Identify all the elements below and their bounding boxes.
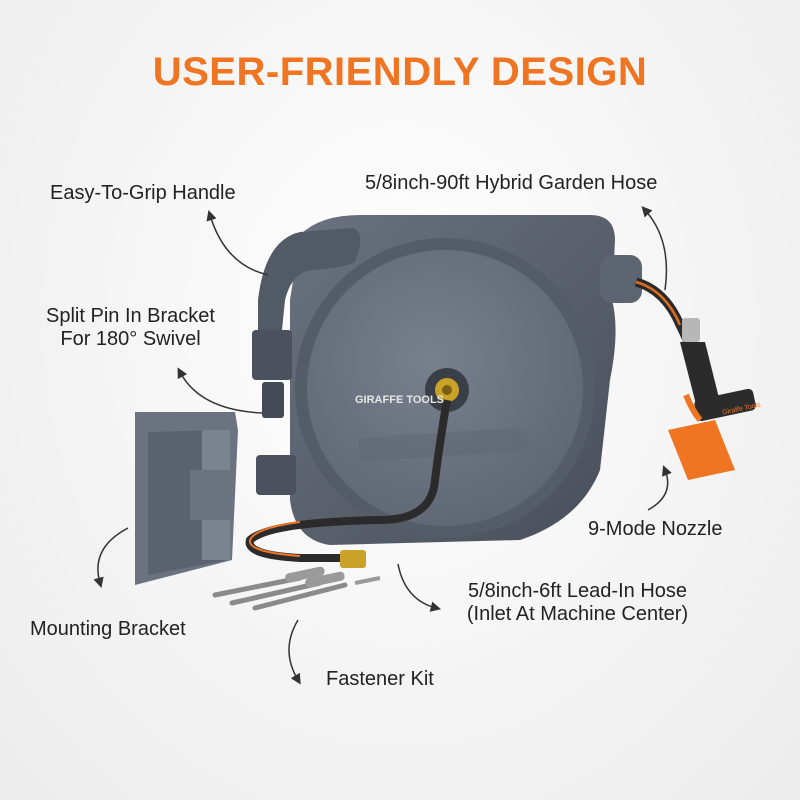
handle: [258, 228, 361, 333]
mounting-bracket: [135, 412, 238, 585]
brand-logo: GIRAFFE TOOLS: [355, 394, 444, 406]
hose-guide: [600, 255, 642, 303]
label-fastener: Fastener Kit: [326, 668, 434, 690]
page-title: USER-FRIENDLY DESIGN: [152, 50, 648, 94]
arrow-split-pin: [177, 367, 263, 414]
brass-connector: [340, 550, 366, 568]
label-handle: Easy-To-Grip Handle: [50, 182, 236, 204]
label-split-pin-line1: Split Pin In Bracket: [46, 305, 215, 327]
lead-in-hose: [245, 399, 451, 562]
label-split-pin-line2: For 180° Swivel: [60, 328, 201, 350]
spray-nozzle: [668, 318, 756, 480]
nozzle-head: [668, 420, 735, 480]
label-hose: 5/8inch-90ft Hybrid Garden Hose: [365, 172, 658, 194]
fastener-kit: [212, 566, 381, 611]
arrow-hose: [641, 206, 668, 291]
label-nozzle: 9-Mode Nozzle: [588, 518, 723, 540]
arrow-nozzle: [647, 465, 672, 511]
label-lead-in: 5/8inch-6ft Lead-In Hose (Inlet At Machi…: [440, 580, 715, 626]
swivel-knuckle-bottom: [256, 455, 296, 495]
label-lead-in-line2: (Inlet At Machine Center): [466, 603, 689, 625]
hose-reel: [252, 215, 642, 545]
arrow-handle: [206, 209, 269, 276]
label-lead-in-line1: 5/8inch-6ft Lead-In Hose: [467, 580, 688, 602]
split-pin: [262, 382, 284, 418]
swivel-knuckle-top: [252, 330, 292, 380]
arrow-lead-in: [397, 563, 442, 612]
arrow-fastener: [288, 619, 301, 685]
label-mounting: Mounting Bracket: [30, 618, 186, 640]
arrow-mounting: [93, 527, 129, 589]
label-split-pin: Split Pin In Bracket For 180° Swivel: [28, 305, 233, 351]
